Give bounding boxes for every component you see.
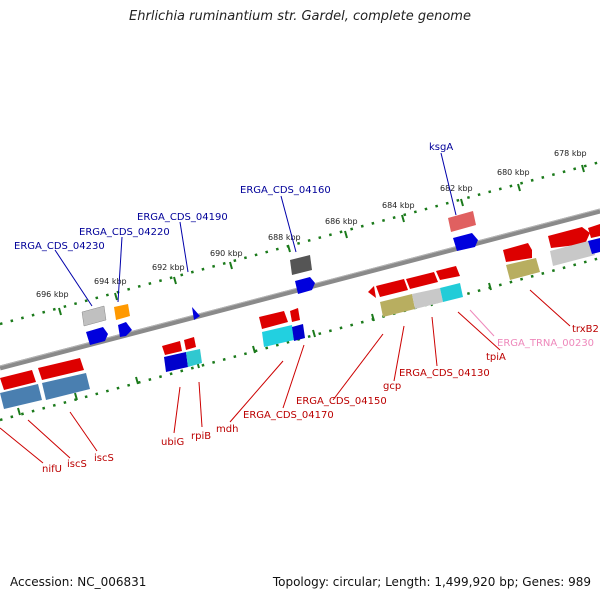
gene-label-04220[interactable]: ERGA_CDS_04220	[79, 227, 170, 238]
gene-feature[interactable]	[412, 288, 443, 309]
gene-label-rpiB[interactable]: rpiB	[191, 431, 211, 442]
gene-feature[interactable]	[295, 277, 315, 294]
gene-feature[interactable]	[259, 311, 288, 329]
gene-label-04170[interactable]: ERGA_CDS_04170	[243, 410, 334, 421]
forward-labels: ksgA ERGA_CDS_04160 ERGA_CDS_04190 ERGA_…	[14, 142, 453, 252]
gene-label-tpiA[interactable]: tpiA	[486, 352, 506, 363]
gene-feature[interactable]	[548, 227, 590, 248]
gene-label-iscS[interactable]: iscS	[67, 459, 87, 470]
tick-label: 694 kbp	[94, 277, 127, 286]
gene-feature[interactable]	[503, 243, 532, 262]
gene-feature[interactable]	[290, 308, 300, 322]
gene-label-iscS[interactable]: iscS	[94, 453, 114, 464]
gene-feature[interactable]	[162, 341, 182, 355]
tick-label: 682 kbp	[440, 184, 473, 193]
forward-features	[81, 211, 600, 345]
gene-label-04130[interactable]: ERGA_CDS_04130	[399, 368, 490, 379]
map-title: Ehrlichia ruminantium str. Gardel, compl…	[129, 9, 471, 24]
gene-label-ksgA[interactable]: ksgA	[429, 142, 453, 153]
gene-label-trxB2[interactable]: trxB2	[572, 324, 599, 335]
forward-label-connectors	[54, 152, 457, 307]
gene-feature[interactable]	[118, 322, 132, 337]
accession-text: Accession: NC_006831	[10, 575, 147, 589]
gene-feature[interactable]	[292, 324, 305, 341]
gene-feature[interactable]	[380, 294, 415, 317]
tick-label: 690 kbp	[210, 249, 243, 258]
gene-feature[interactable]	[262, 325, 294, 347]
gene-label-04150[interactable]: ERGA_CDS_04150	[296, 396, 387, 407]
reverse-label-connectors	[0, 289, 571, 464]
gene-label-trna00230[interactable]: ERGA_TRNA_00230	[497, 338, 594, 349]
tick-label: 688 kbp	[268, 233, 301, 242]
gene-feature[interactable]	[436, 266, 460, 280]
tick-label: 686 kbp	[325, 217, 358, 226]
gene-label-04160[interactable]: ERGA_CDS_04160	[240, 185, 331, 196]
gene-feature[interactable]	[453, 233, 478, 251]
rna-label-connector	[469, 309, 495, 337]
gene-feature[interactable]	[376, 279, 408, 297]
gene-label-ubiG[interactable]: ubiG	[161, 437, 184, 448]
gene-feature[interactable]	[506, 258, 540, 280]
gene-feature[interactable]	[192, 307, 200, 320]
reverse-labels: trxB2 ERGA_TRNA_00230 tpiA ERGA_CDS_0413…	[42, 324, 599, 475]
gene-feature[interactable]	[186, 349, 202, 367]
gene-feature[interactable]	[81, 305, 107, 327]
gene-feature[interactable]	[448, 211, 476, 232]
gene-feature[interactable]	[440, 283, 463, 302]
gene-label-gcp[interactable]: gcp	[383, 381, 401, 392]
gene-feature[interactable]	[0, 384, 42, 409]
gene-feature[interactable]	[86, 327, 108, 345]
gene-feature[interactable]	[0, 370, 36, 390]
outer-major-ticks	[58, 164, 585, 316]
gene-feature[interactable]	[406, 272, 438, 289]
gene-label-mdh[interactable]: mdh	[216, 424, 238, 435]
gene-feature[interactable]	[550, 240, 595, 266]
tick-label: 680 kbp	[497, 168, 530, 177]
gene-label-04190[interactable]: ERGA_CDS_04190	[137, 212, 228, 223]
inner-major-ticks	[17, 282, 492, 416]
inner-tick-track	[0, 256, 600, 422]
tick-label: 692 kbp	[152, 263, 185, 272]
tick-label: 678 kbp	[554, 149, 587, 158]
gene-label-nifU[interactable]: nifU	[42, 464, 62, 475]
gene-label-04230[interactable]: ERGA_CDS_04230	[14, 241, 105, 252]
topology-text: Topology: circular; Length: 1,499,920 bp…	[272, 575, 591, 589]
tick-label: 684 kbp	[382, 201, 415, 210]
gene-feature[interactable]	[588, 224, 600, 238]
tick-label: 696 kbp	[36, 290, 69, 299]
gene-feature[interactable]	[588, 238, 600, 254]
gene-feature[interactable]	[184, 337, 196, 350]
gene-feature[interactable]	[114, 304, 130, 320]
gene-feature[interactable]	[38, 358, 84, 380]
gene-feature[interactable]	[368, 286, 376, 298]
outer-tick-track	[0, 160, 600, 326]
gene-feature[interactable]	[164, 352, 188, 372]
gene-feature[interactable]	[42, 373, 90, 400]
reverse-features	[0, 266, 463, 409]
gene-feature[interactable]	[290, 255, 312, 275]
